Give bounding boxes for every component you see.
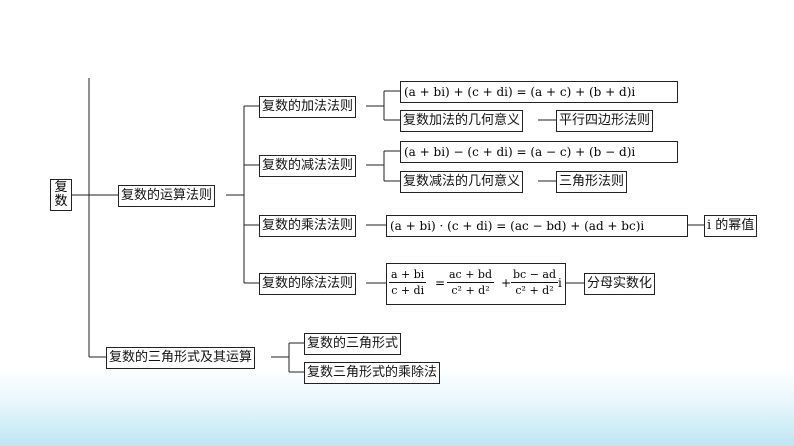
node-division-rule-label: 复数的除法法则 bbox=[262, 276, 354, 291]
node-trig-muldiv-label: 复数三角形式的乘除法 bbox=[307, 365, 438, 380]
node-trig-form-ops: 复数的三角形式及其运算 bbox=[106, 347, 256, 369]
node-multiplication-rule: 复数的乘法法则 bbox=[259, 215, 357, 237]
formula-subtraction: (a + bi) − (c + di) = (a − c) + (b − d)i bbox=[400, 141, 678, 163]
division-lhs-fraction: a + bi c + di bbox=[389, 267, 427, 298]
division-term1-numerator: ac + bd bbox=[447, 268, 495, 283]
node-real-denominator: 分母实数化 bbox=[584, 273, 656, 295]
node-parallelogram-rule: 平行四边形法则 bbox=[556, 110, 654, 132]
division-term2-numerator: bc − ad bbox=[511, 268, 559, 283]
node-triangle-rule: 三角形法则 bbox=[556, 171, 628, 193]
node-subtraction-geometry-label: 复数减法的几何意义 bbox=[403, 174, 521, 189]
node-operation-rules: 复数的运算法则 bbox=[118, 185, 216, 207]
formula-multiplication-text: (a + bi) · (c + di) = (ac − bd) + (ad + … bbox=[390, 219, 645, 233]
node-addition-rule-label: 复数的加法法则 bbox=[262, 99, 354, 114]
formula-addition: (a + bi) + (c + di) = (a + c) + (b + d)i bbox=[400, 81, 678, 103]
node-parallelogram-rule-label: 平行四边形法则 bbox=[559, 113, 651, 128]
node-subtraction-rule: 复数的减法法则 bbox=[259, 155, 357, 177]
node-i-powers: i 的幂值 bbox=[704, 215, 758, 237]
node-multiplication-rule-label: 复数的乘法法则 bbox=[262, 218, 354, 233]
node-operation-rules-label: 复数的运算法则 bbox=[121, 188, 213, 203]
formula-division: a + bi c + di = ac + bd c² + d² + bc − a… bbox=[386, 263, 566, 305]
formula-subtraction-text: (a + bi) − (c + di) = (a − c) + (b − d)i bbox=[404, 145, 636, 159]
node-addition-geometry-label: 复数加法的几何意义 bbox=[403, 113, 521, 128]
node-triangle-rule-label: 三角形法则 bbox=[559, 174, 625, 189]
division-suffix-i: i bbox=[558, 276, 562, 290]
node-subtraction-rule-label: 复数的减法法则 bbox=[262, 158, 354, 173]
formula-multiplication: (a + bi) · (c + di) = (ac − bd) + (ad + … bbox=[386, 215, 688, 237]
division-term1-fraction: ac + bd c² + d² bbox=[447, 267, 495, 298]
division-plus: + bbox=[501, 276, 512, 290]
division-lhs-numerator: a + bi bbox=[389, 268, 427, 283]
root-node: 复数 bbox=[50, 179, 72, 211]
division-equals: = bbox=[435, 276, 446, 290]
division-lhs-denominator: c + di bbox=[391, 284, 425, 297]
division-term2-denominator: c² + d² bbox=[515, 284, 554, 297]
formula-addition-text: (a + bi) + (c + di) = (a + c) + (b + d)i bbox=[404, 85, 636, 99]
node-real-denominator-label: 分母实数化 bbox=[587, 276, 653, 291]
node-addition-geometry: 复数加法的几何意义 bbox=[400, 110, 524, 132]
node-trig-form: 复数的三角形式 bbox=[304, 333, 402, 355]
node-trig-form-label: 复数的三角形式 bbox=[307, 336, 399, 351]
node-addition-rule: 复数的加法法则 bbox=[259, 96, 357, 118]
node-trig-muldiv: 复数三角形式的乘除法 bbox=[304, 362, 441, 384]
node-division-rule: 复数的除法法则 bbox=[259, 273, 357, 295]
division-term2-fraction: bc − ad c² + d² bbox=[511, 267, 559, 298]
node-trig-form-ops-label: 复数的三角形式及其运算 bbox=[109, 350, 253, 365]
node-i-powers-label: i 的幂值 bbox=[707, 218, 755, 233]
division-term1-denominator: c² + d² bbox=[451, 284, 490, 297]
root-label: 复数 bbox=[54, 180, 68, 209]
node-subtraction-geometry: 复数减法的几何意义 bbox=[400, 171, 524, 193]
